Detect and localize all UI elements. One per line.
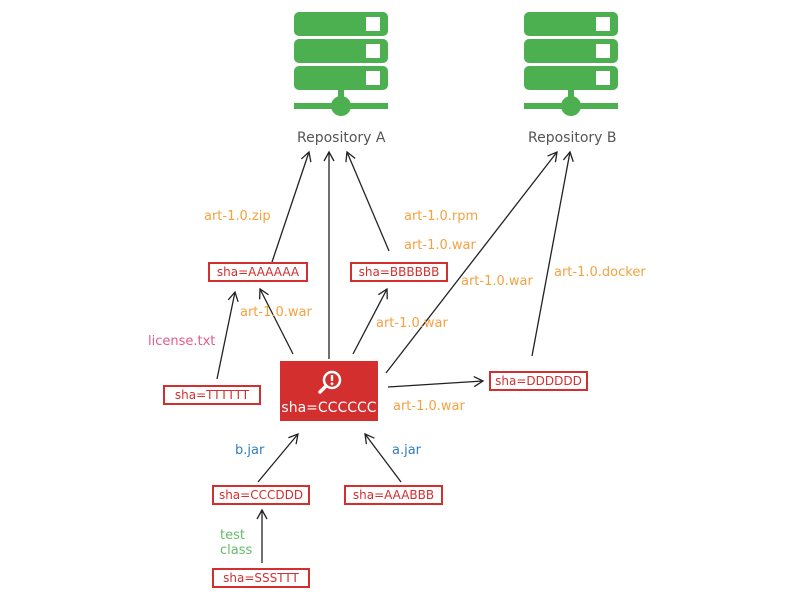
node-tttttt: sha=TTTTTT [163,385,261,405]
edge-cccddd-to-cccccc [257,432,299,483]
server-icon [524,12,618,116]
node-cccddd: sha=CCCDDD [212,485,310,505]
edge-label-a-jar: a.jar [392,443,422,458]
node-dddddd: sha=DDDDDD [489,371,588,391]
server-icon [294,12,388,116]
edge-cccccc-to-repo-b [385,150,558,374]
edge-label-art-zip: art-1.0.zip [204,209,271,224]
edge-label-art-war: art-1.0.war [461,274,533,289]
edge-label-class: class [220,543,253,558]
edge-cccccc-to-bbbbbb [352,287,388,355]
edge-aaabbb-to-cccccc [364,432,402,483]
node-cccccc-vulnerable: sha=CCCCCC [280,361,378,421]
edge-label-art-rpm: art-1.0.rpm [404,209,479,224]
edge-label-b-jar: b.jar [235,443,265,458]
repository-b-label: Repository B [528,130,617,146]
node-aaaaaa: sha=AAAAAA [208,262,308,282]
edge-dddddd-to-repo-b [531,150,574,357]
repository-a-label: Repository A [297,130,386,146]
edge-tttttt-to-aaaaaa [216,290,239,380]
edge-cccccc-to-aaaaaa [258,287,294,355]
node-cccccc-label: sha=CCCCCC [281,400,377,416]
node-bbbbbb: sha=BBBBBB [350,262,448,282]
edge-label-art-war: art-1.0.war [240,305,312,320]
edge-label-art-war: art-1.0.war [393,399,465,414]
search-alert-icon [318,370,342,394]
edge-label-art-war: art-1.0.war [376,316,448,331]
node-ssttt: sha=SSSTTT [212,568,310,588]
edge-label-license: license.txt [148,334,216,349]
edge-label-test: test [220,528,245,543]
edge-label-art-war: art-1.0.war [404,238,476,253]
edge-cccccc-to-dddddd [387,375,485,388]
edge-label-art-docker: art-1.0.docker [554,265,646,280]
node-aaabbb: sha=AAABBB [344,485,443,505]
edge-bbbbbb-to-repo-a [345,150,390,252]
edge-aaaaaa-to-repo-a [271,150,312,263]
